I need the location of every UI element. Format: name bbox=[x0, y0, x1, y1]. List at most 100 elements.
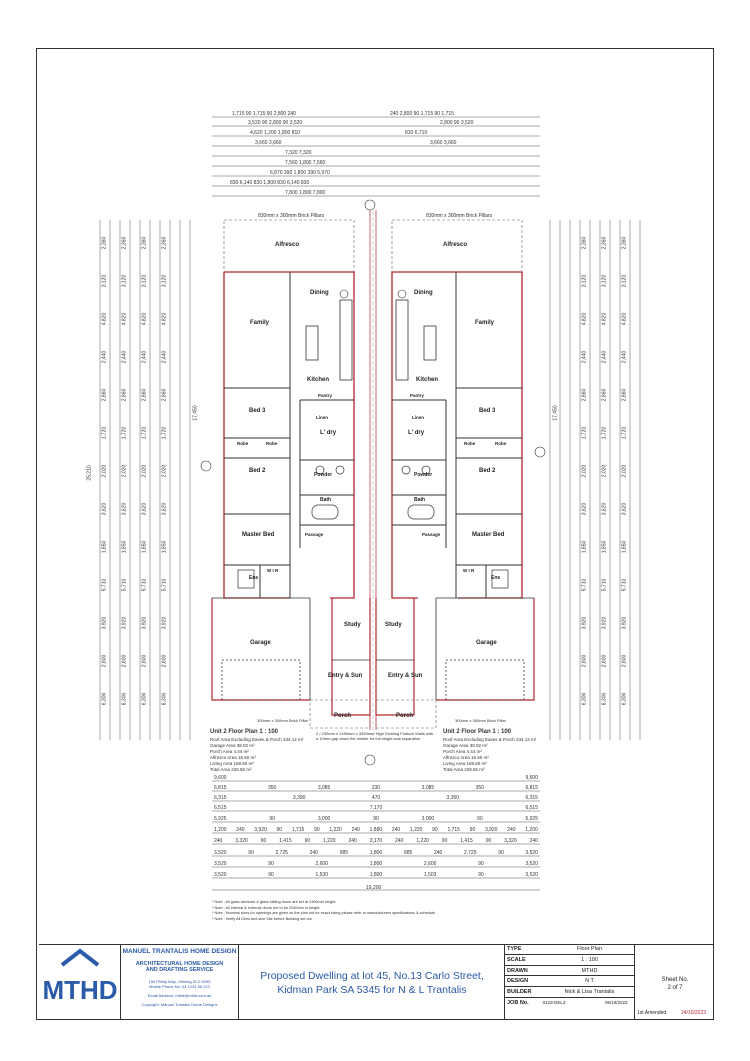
note-line: * Note : All internal & external doors a… bbox=[212, 905, 321, 910]
side-dim-value: 2,800 bbox=[141, 654, 148, 668]
side-dim-value: 2,440 bbox=[101, 350, 108, 364]
dim-value: 3,170 bbox=[369, 838, 383, 844]
room-study-left: Study bbox=[344, 622, 361, 628]
room-passage-right: Passage bbox=[422, 532, 441, 537]
side-dim-value: 2,440 bbox=[601, 350, 608, 364]
room-bed3-right: Bed 3 bbox=[479, 408, 496, 414]
side-dim-value: 3,620 bbox=[141, 502, 148, 516]
unit-left-label: Unit 2 Floor Plan 1 : 100 bbox=[210, 729, 279, 735]
dim-value: 2,725 bbox=[275, 850, 288, 856]
scale-key: SCALE bbox=[507, 956, 526, 963]
dim-value: 2,725 bbox=[463, 850, 477, 856]
dim-value: 6,315 bbox=[214, 795, 227, 801]
side-dim-value: 2,440 bbox=[141, 350, 148, 364]
side-dim-value: 3,120 bbox=[101, 274, 108, 288]
bottom-total-dim: 19,200 bbox=[366, 885, 382, 891]
dim-value: 3,390 bbox=[292, 795, 306, 801]
sheet-label: Sheet No. bbox=[661, 977, 689, 983]
dim-value: 240 bbox=[351, 827, 360, 833]
top-dim-row1-right: 240 2,800 90 1,715 90 1,715 bbox=[390, 111, 454, 117]
dim-value: 1,530 bbox=[315, 872, 328, 878]
dim-value: 240 bbox=[433, 850, 443, 856]
revision-date: 24/10/2023 bbox=[681, 1010, 707, 1016]
dim-value: 985 bbox=[339, 850, 349, 856]
dim-value: 230 bbox=[371, 785, 381, 791]
room-kitchen-left: Kitchen bbox=[307, 377, 330, 383]
room-family-right: Family bbox=[475, 320, 495, 326]
side-dim-value: 5,710 bbox=[161, 578, 168, 592]
room-master-left: Master Bed bbox=[242, 532, 275, 538]
side-dim-value: 4,820 bbox=[141, 312, 148, 326]
side-dim-value: 1,720 bbox=[101, 426, 108, 440]
area-line: Alfresco Area 16.50 m² bbox=[443, 755, 489, 760]
room-bed3-left: Bed 3 bbox=[249, 408, 266, 414]
room-family-left: Family bbox=[250, 320, 270, 326]
side-dim-value: 1,720 bbox=[581, 426, 588, 440]
dim-value: 5,925 bbox=[525, 816, 538, 822]
dim-value: 3,320 bbox=[504, 838, 517, 844]
side-dim-value: 3,920 bbox=[581, 616, 588, 630]
top-dim-row8: 830 6,140 830 1,800 830 6,140 830 bbox=[230, 180, 310, 186]
area-line: Living Area 168.60 m² bbox=[210, 761, 254, 766]
dim-value: 9,600 bbox=[525, 775, 538, 781]
note-line: * Note : Nominal sizes for openings are … bbox=[212, 911, 436, 915]
side-dim-value: 2,860 bbox=[141, 388, 148, 402]
dim-value: 1,200 bbox=[525, 827, 538, 833]
side-dim-value: 2,800 bbox=[121, 654, 128, 668]
unit-right-areas: Roof Area Excluding Eaves & Porch 234.12… bbox=[443, 737, 536, 773]
top-dim-row4-right: 3,660 3,660 bbox=[430, 140, 457, 146]
side-dim-value: 2,440 bbox=[621, 350, 628, 364]
dim-value: 3,085 bbox=[317, 785, 331, 791]
side-dim-value: 1,720 bbox=[141, 426, 148, 440]
side-dim-value: 2,800 bbox=[101, 654, 108, 668]
pillars-bottom-note-left: 300mm x 300mm Brick Pillar bbox=[257, 718, 308, 723]
dim-value: 3,520 bbox=[214, 850, 227, 856]
dim-value: 6,815 bbox=[525, 785, 538, 791]
dim-value: 3,085 bbox=[421, 785, 435, 791]
company-name: MANUEL TRANTALIS HOME DESIGN bbox=[122, 948, 237, 955]
dim-value: 1,220 bbox=[409, 827, 423, 833]
room-powder-right: Powder bbox=[414, 472, 433, 478]
side-dim-value: 2,860 bbox=[621, 388, 628, 402]
dim-value: 1,715 bbox=[291, 827, 305, 833]
side-dim-value: 1,850 bbox=[581, 540, 588, 554]
pillars-top-note-left: 830mm x 300mm Brick Pillars bbox=[258, 213, 325, 219]
side-dim-value: 1,720 bbox=[161, 426, 168, 440]
side-dim-value: 2,800 bbox=[601, 654, 608, 668]
design-key: DESIGN bbox=[507, 978, 529, 985]
dim-value: 3,000 bbox=[317, 816, 331, 822]
side-dim-value: 1,850 bbox=[161, 540, 168, 554]
job-value: 0123-DEL3 bbox=[542, 1000, 566, 1005]
side-dim-value: 2,020 bbox=[621, 464, 628, 478]
dim-value: 240 bbox=[391, 827, 401, 833]
top-dim-row3-right: 810 6,710 bbox=[405, 130, 428, 136]
type-value: Floor Plan bbox=[576, 946, 603, 952]
dim-value: 240 bbox=[395, 838, 404, 844]
side-dim-value: 4,820 bbox=[601, 312, 608, 326]
top-dim-row6: 7,560 1,800 7,560 bbox=[285, 160, 326, 166]
side-dim-value: 2,020 bbox=[141, 464, 148, 478]
dim-value: 6,315 bbox=[525, 795, 538, 801]
room-bed2-left: Bed 2 bbox=[249, 468, 266, 474]
side-dim-value: 3,120 bbox=[121, 274, 128, 288]
revision-note: 1st Amended bbox=[637, 1010, 667, 1016]
room-alfresco-right: Alfresco bbox=[443, 242, 468, 248]
dim-value: 2,600 bbox=[423, 861, 437, 867]
side-dim-value: 3,920 bbox=[141, 616, 148, 630]
pillars-bottom-note-right: 300mm x 300mm Brick Pillar bbox=[455, 718, 506, 723]
room-powder-left: Powder bbox=[314, 472, 333, 478]
room-linen-left: Linen bbox=[316, 415, 328, 420]
scale-value: 1 : 100 bbox=[581, 956, 598, 963]
side-dim-value: 3,120 bbox=[581, 274, 588, 288]
side-dim-value: 1,850 bbox=[101, 540, 108, 554]
top-dim-row4-left: 3,660 3,660 bbox=[255, 140, 282, 146]
company-address: 155 Phillip Way, Glenelg SLD 5295 bbox=[148, 979, 211, 984]
dim-value: 90 bbox=[477, 816, 483, 822]
side-dim-value: 1,850 bbox=[621, 540, 628, 554]
